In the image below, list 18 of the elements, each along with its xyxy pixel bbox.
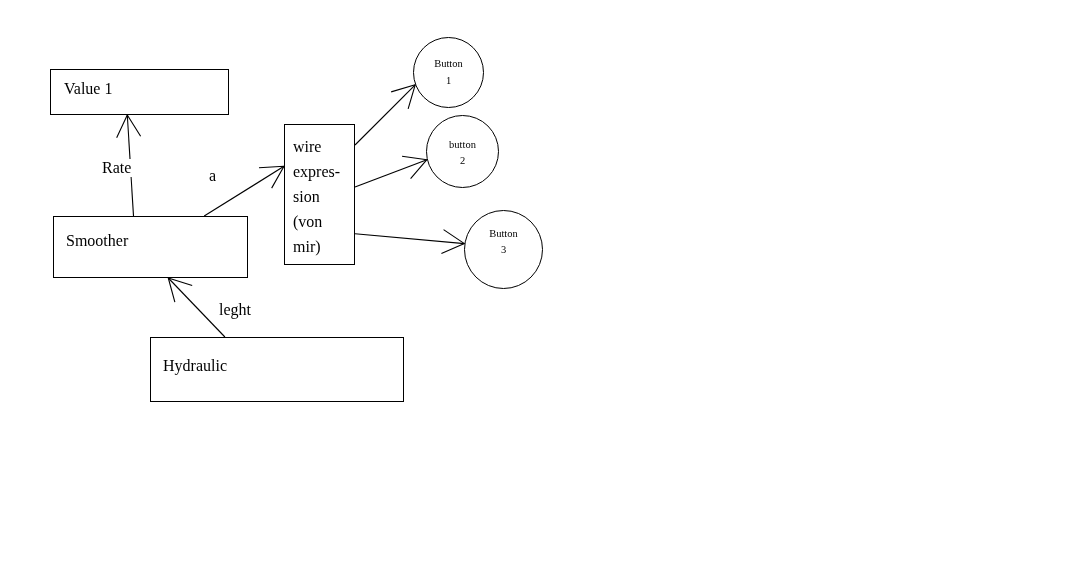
edge-label: Rate (101, 159, 133, 177)
node-label: Hydraulic (163, 357, 227, 375)
block-box (50, 69, 229, 115)
block-box (53, 216, 248, 278)
node-label: Smoother (66, 232, 129, 250)
arrow (354, 84, 416, 146)
arrow (354, 155, 428, 188)
block-box (150, 337, 404, 402)
node-label: Button 1 (433, 57, 464, 88)
node-label: Button 3 (488, 227, 519, 257)
node-label: Value 1 (64, 80, 113, 98)
node-label: wire expres- sion (von mir) (293, 137, 342, 257)
block-box (284, 124, 355, 265)
arrow (203, 165, 285, 217)
edge-label: leght (218, 301, 252, 319)
arrow (167, 277, 226, 338)
arrow (354, 229, 465, 255)
node-label: button 2 (448, 138, 477, 168)
